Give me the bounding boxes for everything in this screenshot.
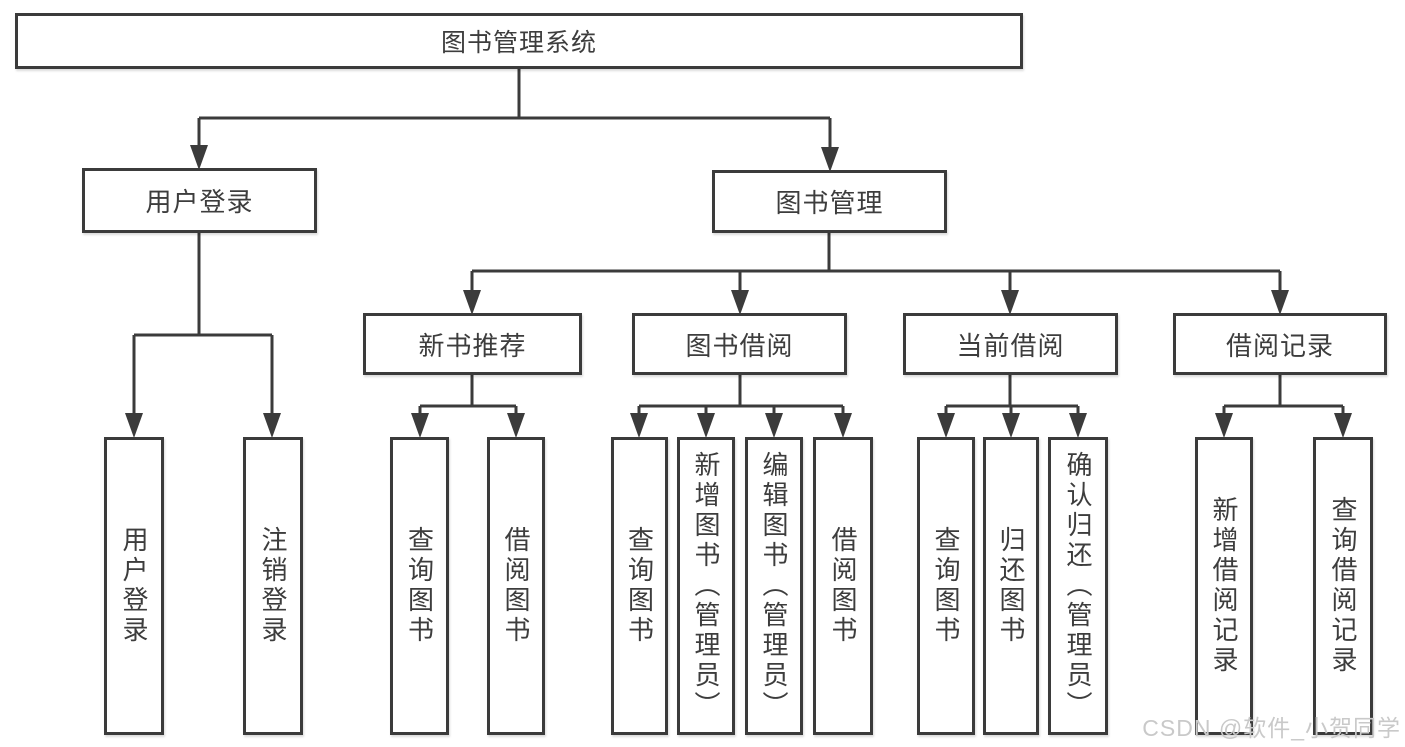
node-leaf-query-books-recommend: 查询图书 (390, 437, 449, 735)
node-leaf-edit-books-admin: 编辑图书（管理员） (745, 437, 803, 735)
node-borrow-records: 借阅记录 (1173, 313, 1387, 375)
connector-user-login-children (132, 233, 274, 414)
node-user-login: 用户登录 (82, 168, 317, 233)
arrowhead (1001, 290, 1019, 315)
arrowheads (125, 145, 1352, 438)
arrowhead (731, 290, 749, 315)
node-book-borrow: 图书借阅 (632, 313, 847, 375)
arrowhead (1069, 413, 1087, 438)
node-leaf-borrow-books-recommend: 借阅图书 (487, 437, 545, 735)
node-leaf-confirm-return-admin: 确认归还（管理员） (1048, 437, 1108, 735)
node-leaf-query-books-current: 查询图书 (917, 437, 975, 735)
arrowhead (630, 413, 648, 438)
arrowhead (821, 147, 839, 172)
connector-book-management-children (470, 233, 1282, 291)
node-leaf-add-books-admin: 新增图书（管理员） (677, 437, 735, 735)
connector-new-book-children (418, 375, 518, 414)
arrowhead (1215, 413, 1233, 438)
connector-current-borrow-children (944, 375, 1080, 414)
arrowhead (1271, 290, 1289, 315)
arrowhead (765, 413, 783, 438)
arrowhead (937, 413, 955, 438)
node-book-management: 图书管理 (712, 170, 947, 233)
node-leaf-query-borrow-record: 查询借阅记录 (1313, 437, 1373, 735)
arrowhead (411, 413, 429, 438)
arrowhead (463, 290, 481, 315)
connector-book-borrow-children (637, 375, 845, 414)
arrowhead (834, 413, 852, 438)
arrowhead (1002, 413, 1020, 438)
node-leaf-return-books: 归还图书 (983, 437, 1039, 735)
arrowhead (507, 413, 525, 438)
node-library-management-system: 图书管理系统 (15, 13, 1023, 69)
arrowhead (697, 413, 715, 438)
node-new-book-recommend: 新书推荐 (363, 313, 582, 375)
arrowhead (1334, 413, 1352, 438)
node-current-borrow: 当前借阅 (903, 313, 1118, 375)
csdn-watermark: CSDN @软件_小贺同学 (1142, 715, 1401, 741)
node-leaf-user-login: 用户登录 (104, 437, 164, 735)
connector-borrow-record-children (1222, 375, 1345, 414)
arrowhead (263, 413, 281, 438)
connector-root-to-level2 (197, 69, 832, 148)
node-leaf-query-books-borrow: 查询图书 (611, 437, 668, 735)
node-leaf-logout: 注销登录 (243, 437, 303, 735)
arrowhead (190, 145, 208, 170)
arrowhead (125, 413, 143, 438)
node-leaf-borrow-books: 借阅图书 (813, 437, 873, 735)
node-leaf-add-borrow-record: 新增借阅记录 (1195, 437, 1253, 735)
